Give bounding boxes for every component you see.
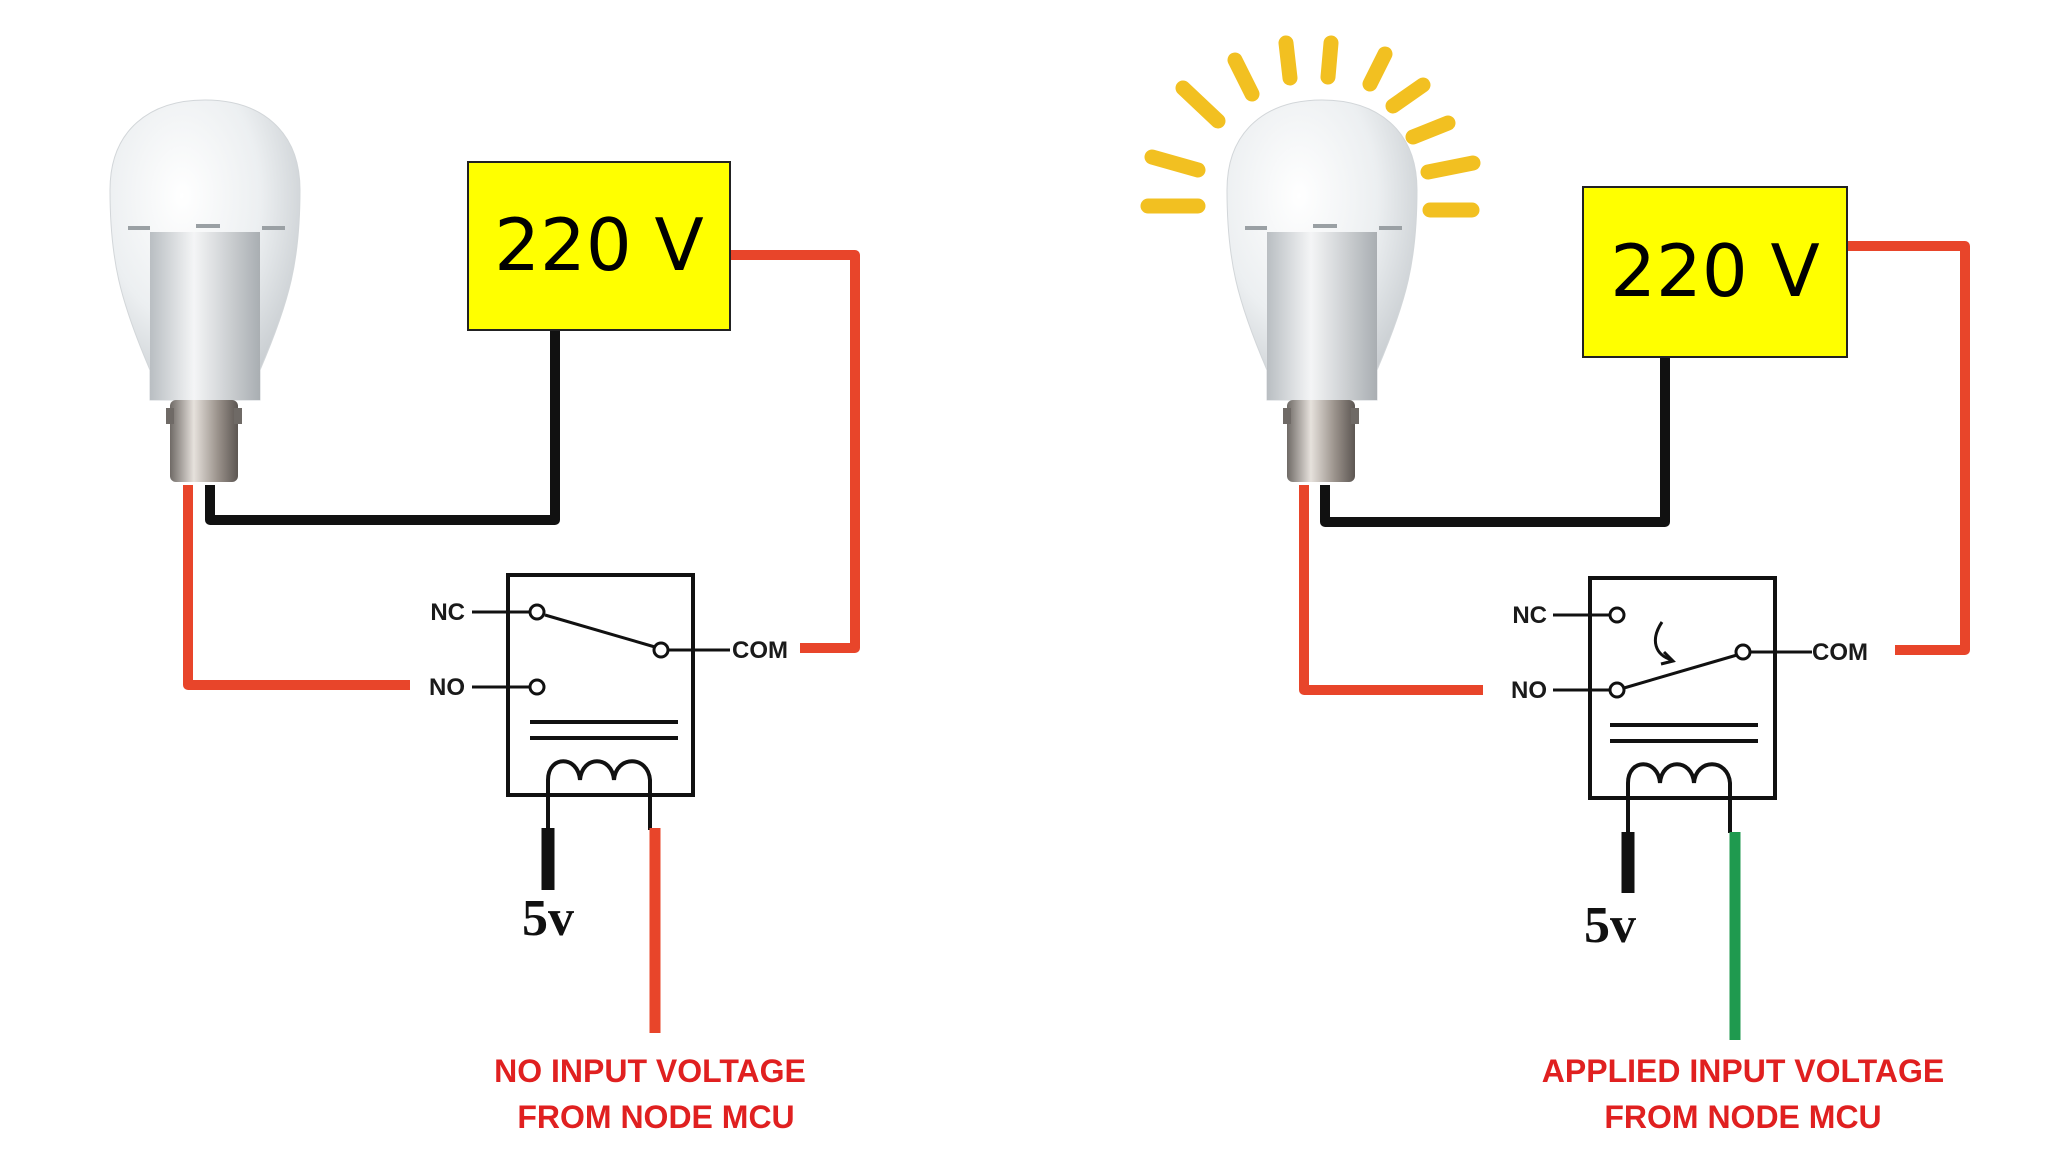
right-switch-motion-icon [1653,621,1673,662]
right-no-label: NO [1511,677,1547,704]
right-caption-line1: APPLIED INPUT VOLTAGE [1542,1053,1944,1089]
left-neutral-wire [205,325,560,525]
right-supply-box: 220 V [1582,186,1848,358]
right-relay-coil [1626,762,1732,803]
right-bulb-glow-rays [1140,35,1481,218]
left-nc-label: NC [430,599,465,626]
left-supply-label: 220 V [494,203,704,287]
left-5v-label: 5v [522,890,574,947]
left-bulb-icon [109,99,301,482]
right-neutral-wire [1320,355,1670,527]
right-com-label: COM [1812,639,1868,666]
right-relay: NC NO COM [1511,576,1868,833]
left-switch-arm [544,613,656,649]
left-caption-line1: NO INPUT VOLTAGE [494,1053,806,1089]
right-switch-arm [1623,653,1738,690]
left-no-label: NO [429,674,465,701]
left-live-wire-to-com [727,250,860,653]
right-caption-line2: FROM NODE MCU [1604,1099,1881,1135]
right-live-wire-to-no [1299,485,1483,695]
right-nc-label: NC [1512,602,1547,629]
left-relay: NC NO COM [429,573,788,830]
right-5v-label: 5v [1584,897,1636,954]
left-supply-box: 220 V [467,161,731,331]
right-live-wire-to-com [1847,241,1970,655]
right-circuit: 220 V NC NO [1140,35,1970,1135]
right-supply-label: 220 V [1610,229,1820,313]
left-com-label: COM [732,637,788,664]
left-relay-coil [546,759,652,800]
left-caption-line2: FROM NODE MCU [517,1099,794,1135]
right-bulb-icon [1226,99,1418,482]
left-live-wire-to-no [183,485,410,690]
left-circuit: 220 V NC NO COM [109,99,860,1135]
